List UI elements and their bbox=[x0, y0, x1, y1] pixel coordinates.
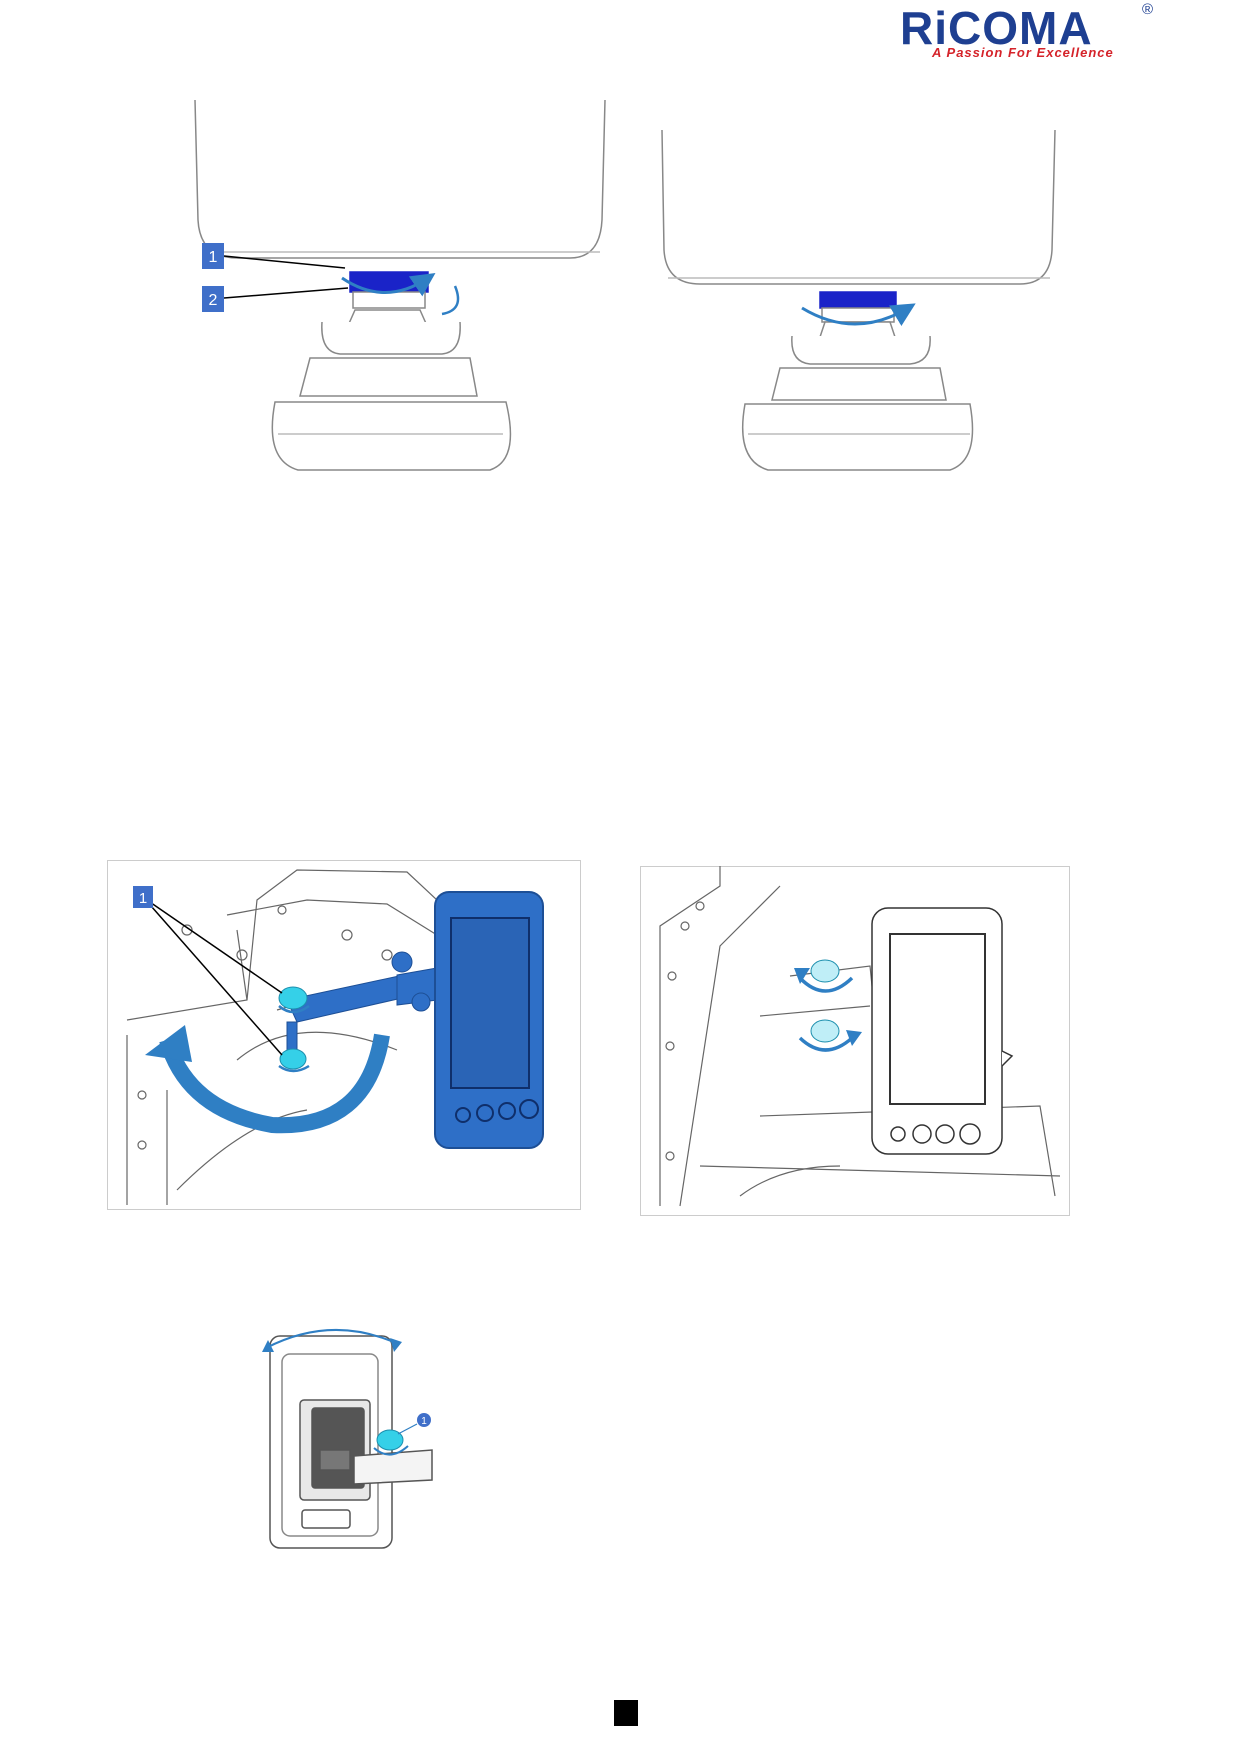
mounting-arm bbox=[353, 1449, 433, 1485]
controller-back-figure: 1 bbox=[262, 1329, 433, 1549]
machine-body-left bbox=[194, 100, 606, 259]
foot-pad-upper-left bbox=[299, 357, 478, 397]
callout-1: 1 bbox=[417, 1413, 431, 1427]
foot-pad-base-right bbox=[741, 403, 974, 471]
brand-tagline: A Passion For Excellence bbox=[932, 45, 1114, 60]
thumb-screw-lower-icon bbox=[279, 1048, 307, 1070]
controller-installed-figure-right bbox=[640, 866, 1070, 1216]
rotate-arrow-right-icon bbox=[801, 303, 916, 327]
svg-text:1: 1 bbox=[421, 1416, 427, 1427]
foot-pad-upper-right bbox=[771, 367, 947, 401]
callout-1: 1 bbox=[133, 886, 153, 908]
foot-pad-base-left bbox=[271, 401, 512, 471]
control-panel bbox=[871, 907, 1014, 1155]
adjustment-nut-right bbox=[819, 291, 897, 309]
svg-text:1: 1 bbox=[209, 249, 218, 266]
machine-body-right bbox=[661, 129, 1056, 285]
leveling-foot-figure: 1 2 bbox=[194, 100, 1056, 471]
callout-2: 2 bbox=[202, 286, 224, 312]
swing-arrow-icon bbox=[159, 1033, 390, 1134]
thumb-screw-upper-icon bbox=[810, 959, 840, 983]
controller-arm-figure-left: 1 bbox=[107, 860, 581, 1210]
registered-mark: ® bbox=[1142, 1, 1154, 18]
svg-text:2: 2 bbox=[209, 292, 218, 309]
thumb-screw-lower-icon bbox=[810, 1019, 840, 1043]
rotate-arrow-icon bbox=[265, 1329, 399, 1349]
thumb-screw-upper-icon bbox=[278, 986, 308, 1010]
brand-logo: RiCOMA ® A Passion For Excellence bbox=[880, 0, 1200, 72]
brand-name: RiCOMA bbox=[900, 2, 1093, 54]
rotate-arrow-left-icon bbox=[341, 272, 436, 297]
thumb-screw-icon bbox=[376, 1429, 404, 1451]
svg-text:1: 1 bbox=[139, 890, 147, 907]
control-panel bbox=[434, 891, 544, 1149]
page-number-mark bbox=[614, 1700, 638, 1726]
callout-1: 1 bbox=[202, 243, 224, 269]
